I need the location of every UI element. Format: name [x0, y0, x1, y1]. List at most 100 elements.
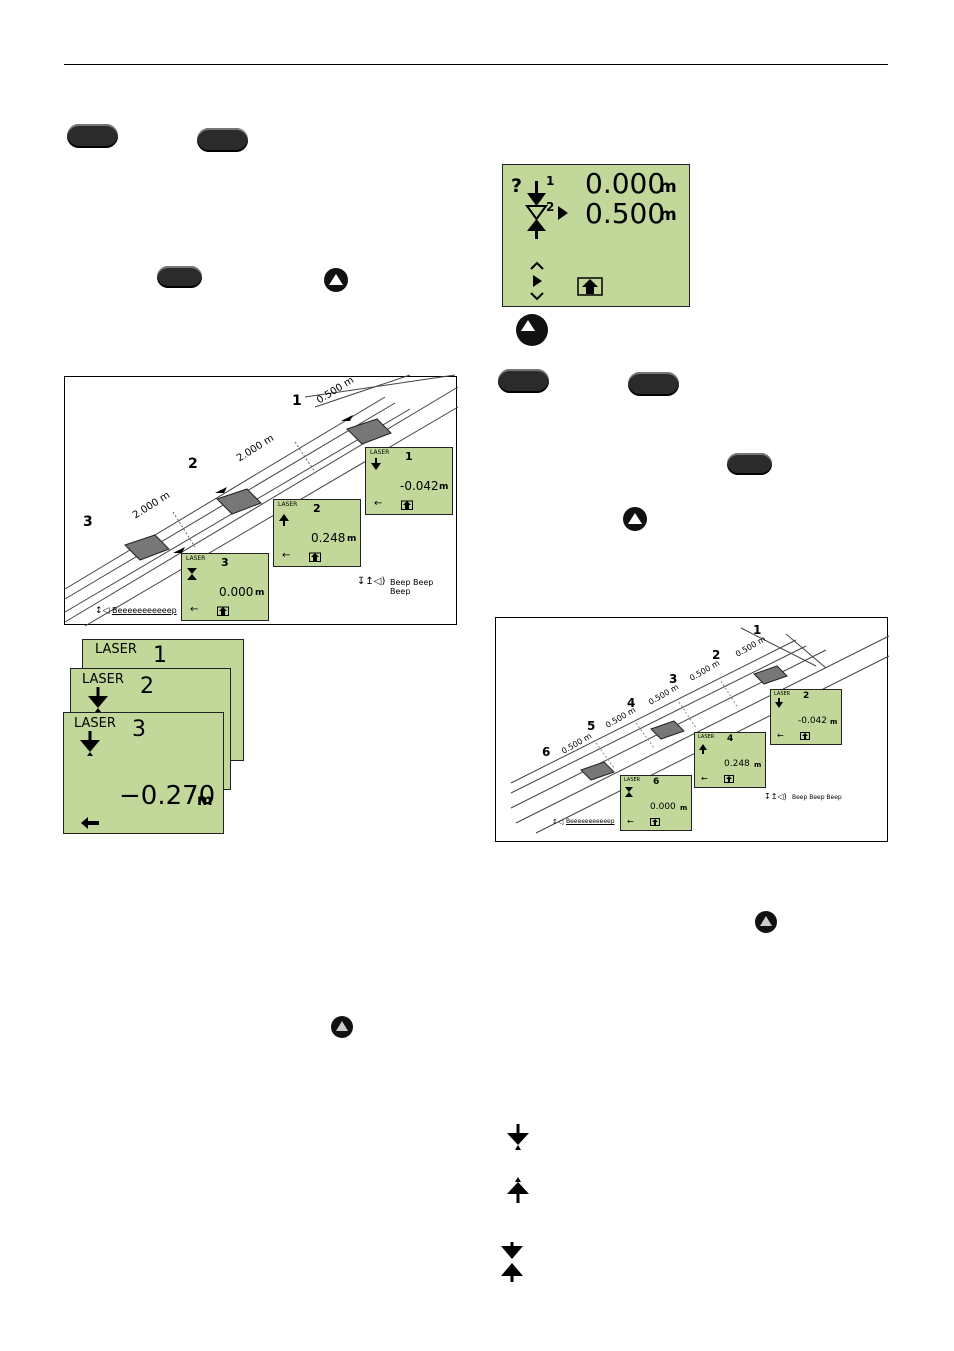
screen-index: 4: [727, 734, 734, 744]
memory-up-icon: [650, 818, 660, 826]
back-arrow-icon: ←: [190, 604, 199, 615]
point-label-6: 6: [542, 745, 551, 759]
lcd-screen-small: LASER 1 -0.042 m ←: [365, 447, 453, 515]
stack-arrows-icon: [625, 787, 633, 797]
arrow-down-icon: [371, 458, 381, 470]
screen-value: -0.042: [798, 716, 828, 726]
point-label-3: 3: [83, 514, 93, 530]
key-button[interactable]: [197, 128, 248, 152]
point-label-2: 2: [712, 648, 721, 662]
key-button[interactable]: [498, 369, 549, 393]
lcd-screen-small: LASER 4 0.248 m ←: [694, 732, 766, 788]
point-label-5: 5: [587, 719, 596, 733]
screen-value: −0.270: [119, 781, 216, 811]
arrow-down-icon: [80, 731, 100, 756]
laser-label: LASER: [624, 777, 641, 783]
value-2: 0.500: [585, 197, 666, 230]
lcd-screen-small: LASER 6 0.000 m ←: [620, 775, 692, 831]
point-label-1: 1: [292, 393, 302, 409]
laser-label: LASER: [698, 734, 715, 740]
memory-up-icon: [309, 552, 321, 562]
figure-stakeout-500mm: 1 2 3 4 5 6 0.500 m 0.500 m 0.500 m 0.50…: [495, 617, 890, 842]
memory-up-icon: [401, 500, 413, 510]
arrow-down-symbol-icon: [507, 1124, 529, 1150]
memory-up-icon: [577, 277, 603, 296]
screen-unit: m: [347, 534, 357, 544]
screen-unit: m: [439, 482, 449, 492]
laser-label: LASER: [95, 642, 137, 657]
back-arrow-icon: ←: [777, 731, 784, 740]
back-arrow-icon: ←: [374, 498, 383, 509]
unit-1: m: [659, 177, 677, 197]
key-button[interactable]: [157, 266, 202, 288]
screen-index: 2: [140, 674, 154, 699]
unit-2: m: [659, 205, 677, 225]
speaker-icon: ↕◁: [95, 606, 110, 616]
lcd-display-main: ? 1 2 0.000 m 0.500 m: [502, 164, 690, 307]
screen-index: 6: [653, 777, 660, 787]
back-arrow-icon: ←: [282, 550, 291, 561]
screen-index: 3: [221, 556, 229, 569]
rail-drawing: [64, 374, 459, 627]
stack-arrows-icon: [525, 181, 548, 239]
up-arrow-button-icon[interactable]: [331, 1016, 353, 1038]
screen-index: 3: [132, 717, 146, 742]
long-beep-text: Beeeeeeeeeeep: [112, 606, 177, 615]
back-arrow-icon: ←: [701, 774, 708, 783]
laser-label: LASER: [74, 716, 116, 731]
lcd-screen-small: LASER 2 -0.042 m ←: [770, 689, 842, 745]
header-rule: [64, 64, 888, 65]
memory-up-icon: [800, 732, 810, 740]
beep-text: Beep Beep Beep: [390, 578, 434, 596]
laser-label: LASER: [278, 501, 298, 508]
point-label-4: 4: [627, 696, 636, 710]
screen-index: 2: [313, 502, 321, 515]
speaker-icon: ↕◁: [552, 818, 564, 826]
lcd-screen-small: LASER 2 0.248 m ←: [273, 499, 361, 567]
point-label-3: 3: [669, 672, 678, 686]
screen-unit: m: [680, 804, 688, 812]
point-label-1: 1: [753, 623, 762, 637]
memory-up-icon: [724, 775, 734, 783]
memory-up-icon: [217, 606, 229, 616]
laser-label: LASER: [370, 449, 390, 456]
up-arrow-button-icon[interactable]: [623, 507, 647, 531]
laser-label: LASER: [186, 555, 206, 562]
screen-index: 1: [405, 450, 413, 463]
key-button[interactable]: [67, 124, 118, 148]
screen-index: 1: [153, 643, 167, 668]
stack-arrows-symbol-icon: [501, 1242, 523, 1282]
speaker-icon: ↧↥◁): [357, 576, 386, 587]
key-button[interactable]: [628, 372, 679, 396]
speaker-icon: ↧↥◁): [764, 792, 787, 801]
scroll-arrows-icon: [530, 261, 544, 301]
laser-label: LASER: [82, 672, 124, 687]
up-arrow-button-icon[interactable]: [324, 268, 348, 292]
up-arrow-button-icon[interactable]: [516, 314, 548, 346]
stack-arrows-icon: [187, 568, 197, 580]
index-1: 1: [546, 174, 555, 188]
arrow-up-icon: [699, 744, 707, 754]
screen-value: 0.000: [219, 585, 254, 599]
value-1: 0.000: [585, 167, 666, 200]
rail-drawing: [510, 627, 890, 834]
screen-unit: m: [754, 761, 762, 769]
index-2: 2: [546, 200, 555, 214]
arrow-down-icon: [775, 698, 783, 708]
arrow-down-icon: [88, 687, 108, 712]
screen-index: 2: [803, 691, 810, 701]
back-arrow-icon: ←: [627, 817, 634, 826]
screen-unit: m: [255, 588, 265, 598]
up-arrow-button-icon[interactable]: [755, 911, 777, 933]
screen-value: 0.000: [650, 802, 676, 812]
arrow-up-symbol-icon: [507, 1177, 529, 1203]
beep-text: Beep Beep Beep: [792, 794, 842, 801]
question-mark: ?: [511, 175, 523, 197]
figure-stakeout-2m: 1 2 3 0.500 m 2.000 m 2.000 m LASER 1 -0…: [64, 374, 459, 627]
key-button[interactable]: [727, 453, 772, 475]
pointer-right-icon: [558, 206, 568, 220]
back-arrow-icon: [81, 817, 99, 829]
screen-value: -0.042: [400, 479, 439, 493]
point-label-2: 2: [188, 456, 198, 472]
lcd-stack-3: LASER 3 −0.270 m: [63, 712, 224, 834]
